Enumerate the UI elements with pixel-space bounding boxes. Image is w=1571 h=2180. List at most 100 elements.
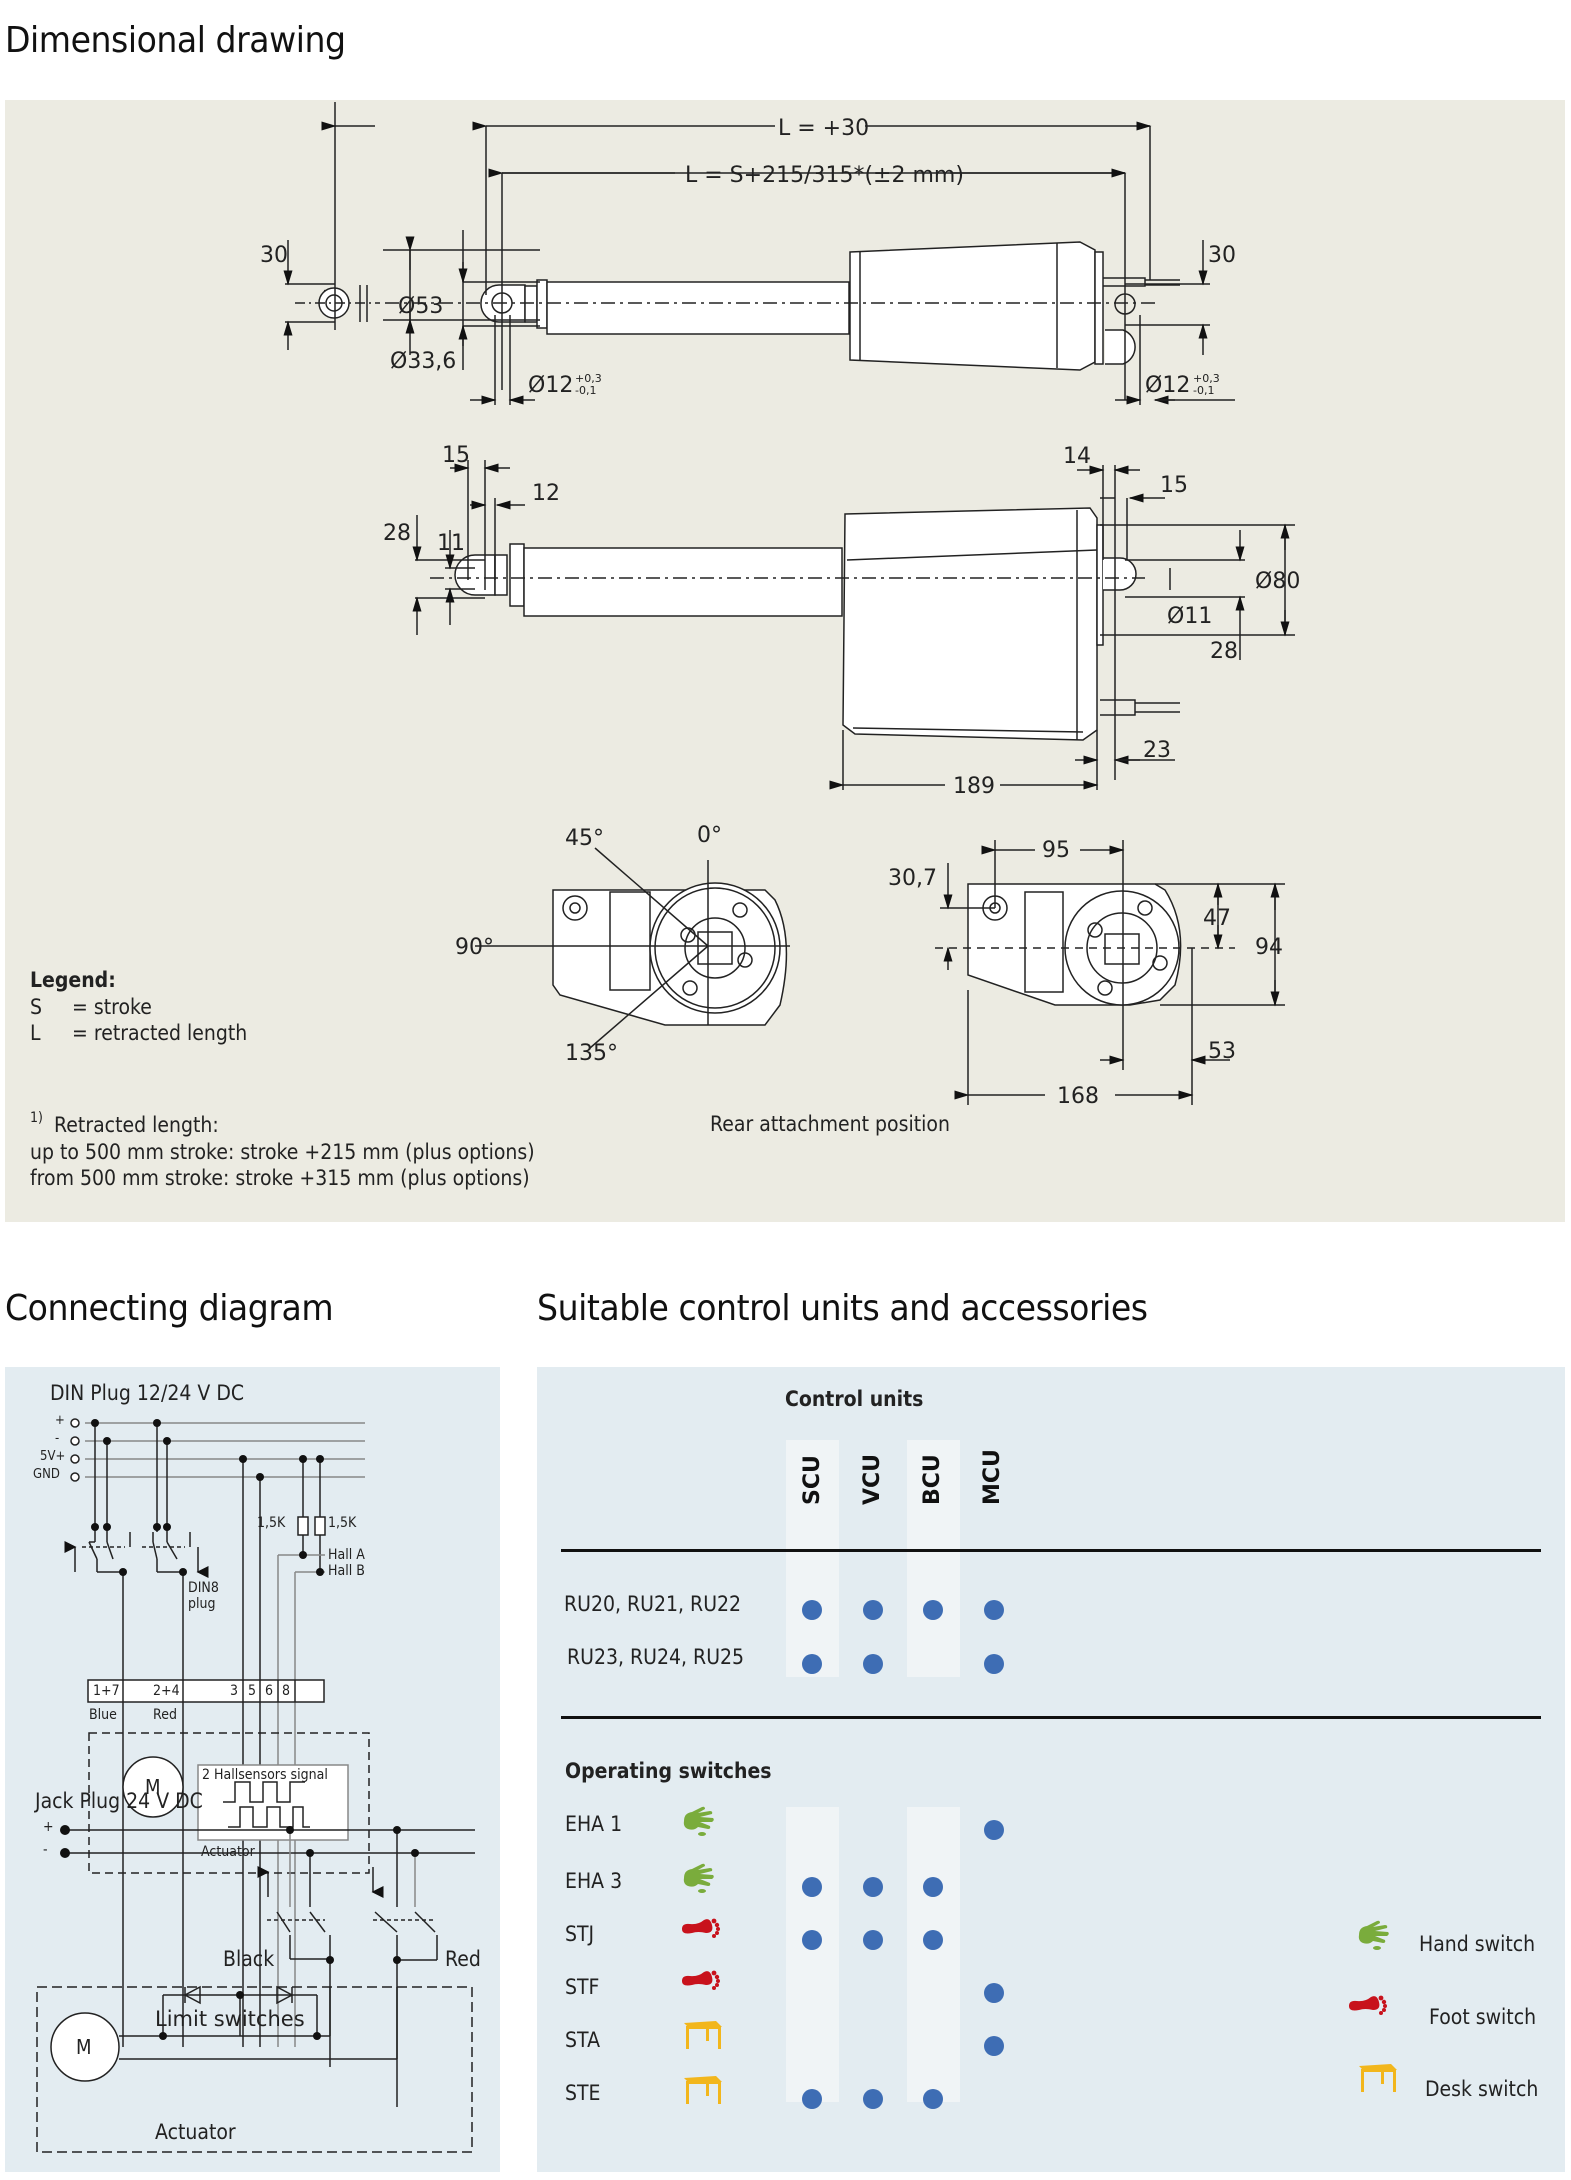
dim-dia-53: Ø53 bbox=[398, 294, 443, 319]
compat-dot-bcu bbox=[923, 1877, 943, 1897]
dimensional-drawing: L = +30 L = S+215/315*(±2 mm) 30 30 Ø53 … bbox=[260, 102, 1300, 1109]
front-eye-detail bbox=[283, 102, 380, 350]
hall-a-label: Hall A bbox=[328, 1547, 365, 1563]
compat-dot-scu bbox=[802, 1654, 822, 1674]
resistor-a-label: 1,5K bbox=[257, 1515, 286, 1531]
dim-overall-length: L = +30 bbox=[778, 116, 869, 141]
rail-gnd-label: GND bbox=[33, 1467, 60, 1482]
dim-dia-11: Ø11 bbox=[1167, 604, 1212, 629]
din-actuator-label: Actuator bbox=[201, 1844, 255, 1860]
wire-red-label: Red bbox=[153, 1707, 177, 1723]
key-desk-label: Desk switch bbox=[1425, 2077, 1539, 2101]
dim-94: 94 bbox=[1255, 935, 1283, 960]
hall-b-label: Hall B bbox=[328, 1563, 365, 1579]
column-band-scu-switches bbox=[786, 1807, 839, 2102]
pin-8: 8 bbox=[282, 1683, 291, 1699]
dim-23: 23 bbox=[1143, 738, 1171, 763]
dim-front-bore: Ø12 bbox=[528, 373, 573, 398]
dim-rear-tol-upper: +0,3 bbox=[1193, 372, 1220, 385]
pin-2-4: 2+4 bbox=[153, 1683, 180, 1699]
rail-plus-label: + bbox=[55, 1413, 65, 1428]
limit-switches-label: Limit switches bbox=[155, 2007, 305, 2031]
footnote-marker: 1) bbox=[30, 1110, 43, 1126]
compat-dot-vcu bbox=[863, 1654, 883, 1674]
compat-dot-vcu bbox=[863, 1600, 883, 1620]
dim-53-rear: 53 bbox=[1208, 1039, 1236, 1064]
dim-30-7: 30,7 bbox=[888, 866, 937, 891]
dim-front-tol-upper: +0,3 bbox=[575, 372, 602, 385]
wiring-diagram bbox=[36, 1418, 475, 2153]
dim-28-right: 28 bbox=[1210, 639, 1238, 664]
angle-45: 45° bbox=[565, 826, 604, 851]
compat-dot-vcu bbox=[863, 2089, 883, 2109]
header-divider bbox=[561, 1549, 1541, 1552]
angle-135: 135° bbox=[565, 1041, 618, 1066]
control-units-header: Control units bbox=[785, 1387, 924, 1411]
pin-3: 3 bbox=[230, 1683, 239, 1699]
din8-label: DIN8 bbox=[188, 1580, 219, 1596]
dim-28-left: 28 bbox=[383, 521, 411, 546]
pin-1-7: 1+7 bbox=[93, 1683, 120, 1699]
dim-retracted-length: L = S+215/315*(±2 mm) bbox=[685, 163, 964, 188]
dim-189: 189 bbox=[953, 774, 995, 799]
compat-dot-scu bbox=[802, 2089, 822, 2109]
key-foot-icon bbox=[1347, 1992, 1391, 2020]
angle-90: 90° bbox=[455, 935, 494, 960]
section-divider bbox=[561, 1716, 1541, 1719]
compat-dot-mcu bbox=[984, 1820, 1004, 1840]
key-hand-icon bbox=[1355, 1917, 1395, 1957]
switch-label-stf: STF bbox=[565, 1975, 600, 1999]
hand-switch-icon bbox=[680, 1803, 720, 1843]
key-desk-icon bbox=[1355, 2060, 1399, 2098]
wire-blue-label: Blue bbox=[89, 1707, 117, 1723]
legend-value-s: = stroke bbox=[72, 995, 152, 1019]
dim-15-left: 15 bbox=[442, 443, 470, 468]
switch-label-eha3: EHA 3 bbox=[565, 1869, 623, 1893]
jack-plus-label: + bbox=[43, 1819, 54, 1835]
foot-switch-icon bbox=[680, 1915, 724, 1943]
angle-0: 0° bbox=[697, 823, 722, 848]
compat-dot-bcu bbox=[923, 1600, 943, 1620]
dim-front-tol-lower: -0,1 bbox=[575, 384, 596, 397]
dim-47: 47 bbox=[1203, 906, 1231, 931]
dim-95: 95 bbox=[1042, 838, 1070, 863]
rail-minus-label: - bbox=[55, 1431, 60, 1446]
operating-switches-header: Operating switches bbox=[565, 1759, 772, 1783]
compat-dot-mcu bbox=[984, 1600, 1004, 1620]
pin-6: 6 bbox=[265, 1683, 274, 1699]
jack-motor-label: M bbox=[76, 2035, 92, 2059]
control-units-title: Suitable control units and accessories bbox=[537, 1288, 1148, 1329]
dim-rear-eye-30: 30 bbox=[1208, 243, 1236, 268]
switch-label-eha1: EHA 1 bbox=[565, 1812, 623, 1836]
key-foot-label: Foot switch bbox=[1429, 2005, 1537, 2029]
din-plug-title: DIN Plug 12/24 V DC bbox=[50, 1381, 245, 1405]
legend-key-l: L bbox=[30, 1021, 41, 1045]
dim-15-right: 15 bbox=[1160, 473, 1188, 498]
hand-switch-icon bbox=[680, 1860, 720, 1900]
dim-rear-bore: Ø12 bbox=[1145, 373, 1190, 398]
wire-black-label: Black bbox=[223, 1947, 275, 1971]
jack-minus-label: - bbox=[43, 1842, 48, 1858]
compat-dot-scu bbox=[802, 1930, 822, 1950]
plug-label: plug bbox=[188, 1596, 216, 1612]
column-header-vcu: VCU bbox=[860, 1453, 885, 1505]
din-motor-label: M bbox=[145, 1775, 161, 1799]
row-label-ru23: RU23, RU24, RU25 bbox=[567, 1645, 745, 1669]
compat-dot-mcu bbox=[984, 1654, 1004, 1674]
column-header-scu: SCU bbox=[800, 1455, 825, 1505]
connecting-diagram-panel: DIN Plug 12/24 V DC + - 5V+ GND 1,5K 1,5… bbox=[5, 1367, 500, 2172]
compat-dot-bcu bbox=[923, 2089, 943, 2109]
footnote-line-1: up to 500 mm stroke: stroke +215 mm (plu… bbox=[30, 1140, 535, 1164]
dim-dia-80: Ø80 bbox=[1255, 569, 1300, 594]
desk-switch-icon bbox=[680, 2072, 724, 2110]
jack-plug-title: Jack Plug 24 V DC bbox=[35, 1789, 203, 1813]
dim-12: 12 bbox=[532, 481, 560, 506]
column-band-bcu-switches bbox=[907, 1807, 960, 2102]
dimensional-drawing-title: Dimensional drawing bbox=[5, 20, 346, 61]
dim-14: 14 bbox=[1063, 444, 1091, 469]
switch-label-sta: STA bbox=[565, 2028, 601, 2052]
compat-dot-scu bbox=[802, 1877, 822, 1897]
legend-key-s: S bbox=[30, 995, 43, 1019]
pin-5: 5 bbox=[248, 1683, 257, 1699]
switch-label-ste: STE bbox=[565, 2081, 601, 2105]
